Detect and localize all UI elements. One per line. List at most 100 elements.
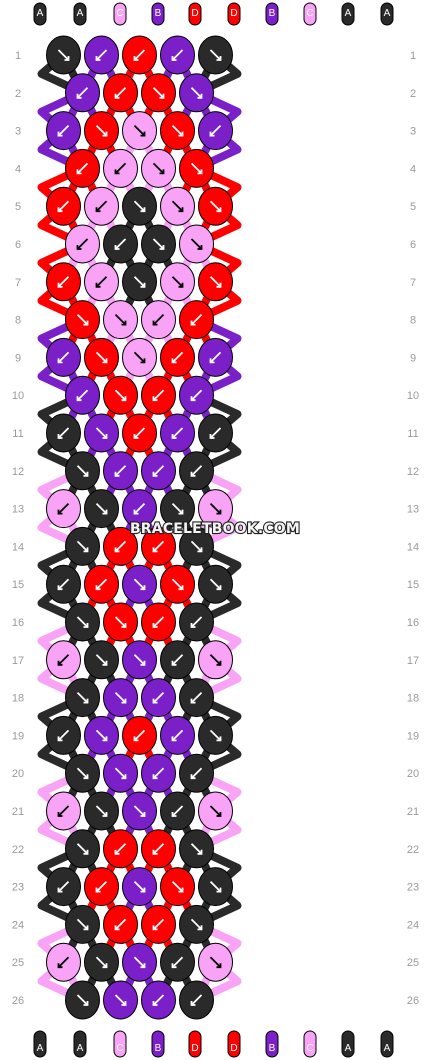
- row-number-right: 9: [410, 352, 416, 364]
- knot: [122, 791, 157, 831]
- knot-arrow: [57, 654, 70, 666]
- knot-arrowhead: [190, 320, 196, 326]
- knot: [122, 564, 157, 604]
- knot-arrow: [133, 427, 146, 439]
- knot: [65, 224, 100, 264]
- row-number-left: 26: [12, 995, 24, 1007]
- knot-arrowhead: [140, 585, 146, 591]
- knot-arrow: [76, 313, 89, 326]
- knot: [198, 640, 233, 680]
- row-number-right: 13: [407, 504, 419, 516]
- row-number-left: 16: [12, 617, 24, 629]
- bottom-string-letter: A: [37, 1043, 44, 1054]
- knot-arrowhead: [216, 963, 222, 969]
- knot-arrowhead: [102, 963, 108, 969]
- knot-arrowhead: [57, 207, 63, 213]
- row-number-left: 9: [15, 352, 21, 364]
- knot-arrowhead: [159, 93, 165, 99]
- bottom-string-end: B: [265, 1030, 279, 1058]
- knot: [198, 715, 233, 755]
- bottom-string-letter: B: [155, 1043, 162, 1054]
- row-number-right: 22: [407, 844, 419, 856]
- knot-arrow: [114, 843, 127, 855]
- knot-arrowhead: [178, 509, 184, 515]
- knot-arrowhead: [76, 169, 82, 175]
- top-string-end: A: [341, 2, 355, 26]
- knot-arrow: [114, 313, 127, 326]
- knot-arrow: [95, 729, 108, 742]
- knot-arrowhead: [133, 56, 139, 61]
- knot: [141, 148, 176, 188]
- knot: [46, 337, 81, 377]
- knot-arrowhead: [114, 547, 120, 553]
- knot-arrow: [171, 654, 184, 666]
- knot-arrowhead: [95, 207, 101, 213]
- row-number-left: 21: [12, 806, 24, 818]
- row-number-right: 7: [410, 277, 416, 289]
- knot-arrow: [190, 87, 203, 99]
- knot: [141, 753, 176, 793]
- knot-arrow: [171, 124, 184, 137]
- knot-arrow: [152, 465, 165, 477]
- knot: [84, 111, 119, 151]
- knot-arrow: [114, 162, 127, 175]
- knot: [103, 980, 138, 1020]
- knot-arrowhead: [171, 963, 177, 969]
- bottom-string-end: A: [73, 1030, 87, 1058]
- knot-arrow: [171, 956, 184, 968]
- knot-arrow: [190, 843, 203, 855]
- knot: [122, 715, 157, 755]
- knot-arrow: [76, 918, 89, 931]
- row-number-right: 24: [407, 919, 419, 931]
- knot: [65, 980, 100, 1020]
- top-string-letter: A: [77, 8, 84, 19]
- knot-arrowhead: [83, 698, 89, 704]
- knot: [103, 602, 138, 642]
- knot-arrow: [171, 276, 184, 288]
- knot: [141, 678, 176, 718]
- row-number-left: 25: [12, 957, 24, 969]
- knot-arrowhead: [152, 320, 158, 326]
- knot-arrow: [76, 843, 89, 855]
- knot: [46, 489, 81, 529]
- knot: [46, 640, 81, 680]
- knot-arrowhead: [171, 812, 177, 817]
- knot-arrowhead: [152, 925, 158, 931]
- knot-arrowhead: [197, 169, 203, 175]
- knot-arrow: [95, 805, 108, 817]
- knot: [179, 451, 214, 491]
- knot-arrowhead: [121, 320, 127, 326]
- knot-arrow: [209, 578, 222, 590]
- knot: [198, 791, 233, 831]
- knot-arrowhead: [152, 623, 158, 628]
- row-number-right: 19: [407, 730, 419, 742]
- knot: [46, 35, 81, 75]
- knot-arrow: [95, 502, 108, 515]
- knot: [141, 980, 176, 1020]
- knot: [198, 942, 233, 982]
- knot-arrowhead: [171, 434, 177, 439]
- knot-arrow: [95, 49, 108, 61]
- knot: [160, 35, 195, 75]
- row-number-right: 2: [410, 88, 416, 100]
- knot-arrowhead: [102, 660, 108, 666]
- knot-arrowhead: [114, 925, 120, 931]
- knot-arrow: [76, 238, 89, 250]
- knot-arrowhead: [178, 207, 184, 213]
- knot: [160, 413, 195, 453]
- knot: [160, 791, 195, 831]
- knot-arrowhead: [178, 585, 184, 591]
- knot-arrow: [57, 351, 70, 364]
- knot: [179, 526, 214, 566]
- knot-arrowhead: [57, 358, 63, 364]
- knot-arrowhead: [190, 698, 196, 704]
- knot-arrowhead: [114, 471, 120, 477]
- top-string-end: D: [227, 2, 241, 26]
- knot: [122, 489, 157, 529]
- knot-arrow: [152, 389, 165, 401]
- row-number-left: 23: [12, 882, 24, 894]
- knot-arrowhead: [57, 963, 63, 969]
- knot-arrow: [171, 502, 184, 515]
- knot-arrowhead: [152, 774, 158, 780]
- knot-arrow: [152, 691, 165, 704]
